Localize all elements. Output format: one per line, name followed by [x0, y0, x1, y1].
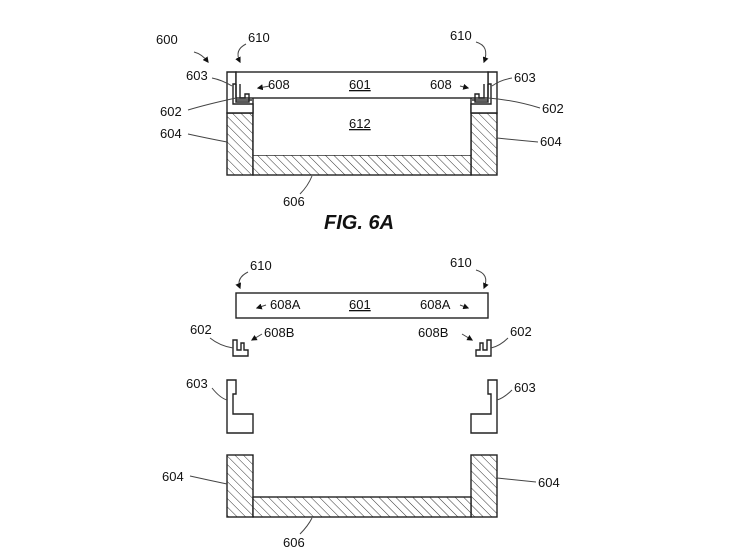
side-wall-right [470, 112, 498, 176]
label-606-bottom: 606 [283, 535, 305, 550]
base-plate [252, 154, 472, 176]
label-610-bottom-right: 610 [450, 255, 472, 270]
frame-right-exploded [470, 379, 498, 434]
label-608a-right: 608A [420, 297, 451, 312]
label-601-bottom: 601 [349, 297, 371, 312]
clip-left [235, 84, 250, 103]
label-608a-left: 608A [270, 297, 301, 312]
label-612: 612 [349, 116, 371, 131]
clip-left-exploded [232, 339, 249, 357]
exploded-device [226, 292, 498, 518]
label-608-top-left: 608 [268, 77, 290, 92]
label-603-top-left: 603 [186, 68, 208, 83]
label-610-bottom-left: 610 [250, 258, 272, 273]
label-602-top-right: 602 [542, 101, 564, 116]
frame-left-exploded [226, 379, 254, 434]
label-604-top-right: 604 [540, 134, 562, 149]
label-600: 600 [156, 32, 178, 47]
side-wall-left-exploded [226, 454, 254, 518]
label-608-top-right: 608 [430, 77, 452, 92]
label-601-top: 601 [349, 77, 371, 92]
clip-right-exploded [475, 339, 492, 357]
side-wall-left [226, 112, 254, 176]
lid-exploded [235, 292, 489, 319]
label-603-bottom-right: 603 [514, 380, 536, 395]
label-602-bottom-right: 602 [510, 324, 532, 339]
label-610-top-right: 610 [450, 28, 472, 43]
label-610-top-left: 610 [248, 30, 270, 45]
clip-right [474, 84, 489, 103]
side-wall-right-exploded [470, 454, 498, 518]
label-606-top: 606 [283, 194, 305, 209]
label-608b-left: 608B [264, 325, 294, 340]
caption-fig-6a: FIG. 6A [324, 212, 394, 234]
label-602-top-left: 602 [160, 104, 182, 119]
label-602-bottom-left: 602 [190, 322, 212, 337]
cavity [253, 98, 471, 155]
label-603-bottom-left: 603 [186, 376, 208, 391]
label-608b-right: 608B [418, 325, 448, 340]
label-604-top-left: 604 [160, 126, 182, 141]
label-604-bottom-right: 604 [538, 475, 560, 490]
assembled-device [226, 71, 498, 176]
base-plate-exploded [252, 496, 472, 518]
label-604-bottom-left: 604 [162, 469, 184, 484]
label-603-top-right: 603 [514, 70, 536, 85]
